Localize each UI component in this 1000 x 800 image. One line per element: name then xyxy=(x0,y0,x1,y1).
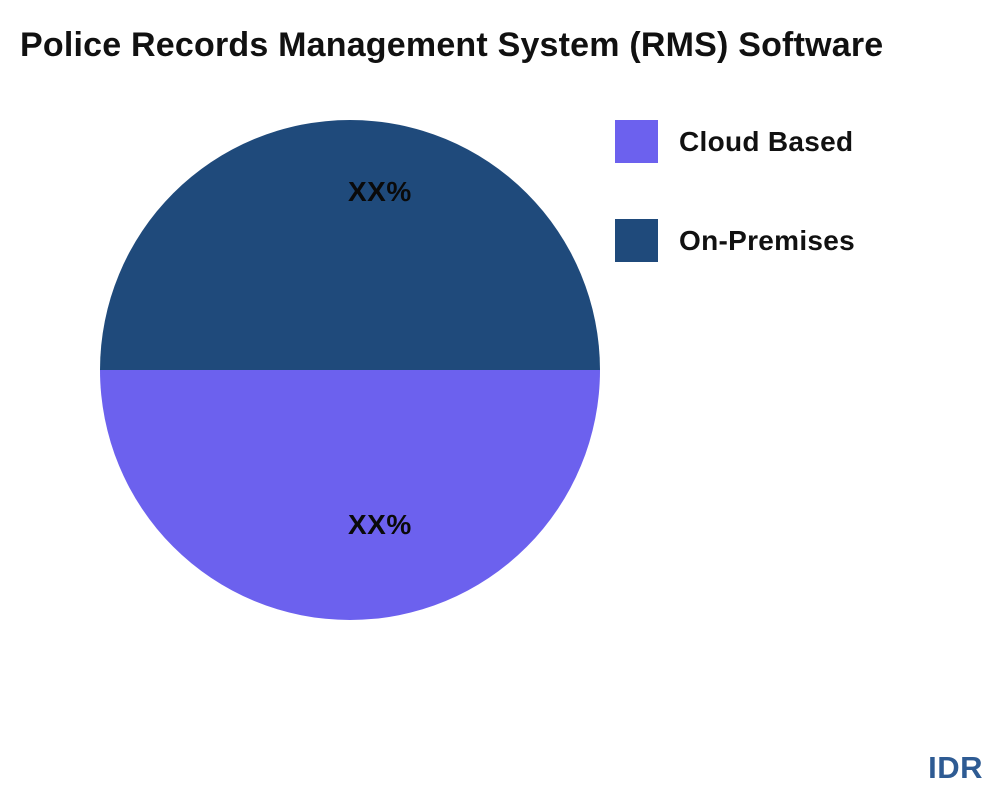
chart-title: Police Records Management System (RMS) S… xyxy=(20,26,884,64)
pie-slice-on-premises xyxy=(100,120,600,370)
legend-label-on-premises: On-Premises xyxy=(679,224,856,256)
legend-label-cloud-based: Cloud Based xyxy=(679,125,854,157)
legend-swatch-cloud-based xyxy=(615,120,658,163)
legend: Cloud Based On-Premises xyxy=(615,120,855,318)
pie-chart xyxy=(100,120,600,620)
legend-swatch-on-premises xyxy=(615,219,658,262)
slice-label-on-premises: XX% xyxy=(348,176,412,207)
legend-item-cloud-based: Cloud Based xyxy=(615,120,855,163)
idr-watermark: IDR xyxy=(928,750,983,785)
legend-item-on-premises: On-Premises xyxy=(615,219,855,262)
pie-slice-cloud-based xyxy=(100,370,600,620)
slice-label-cloud-based: XX% xyxy=(348,509,412,540)
